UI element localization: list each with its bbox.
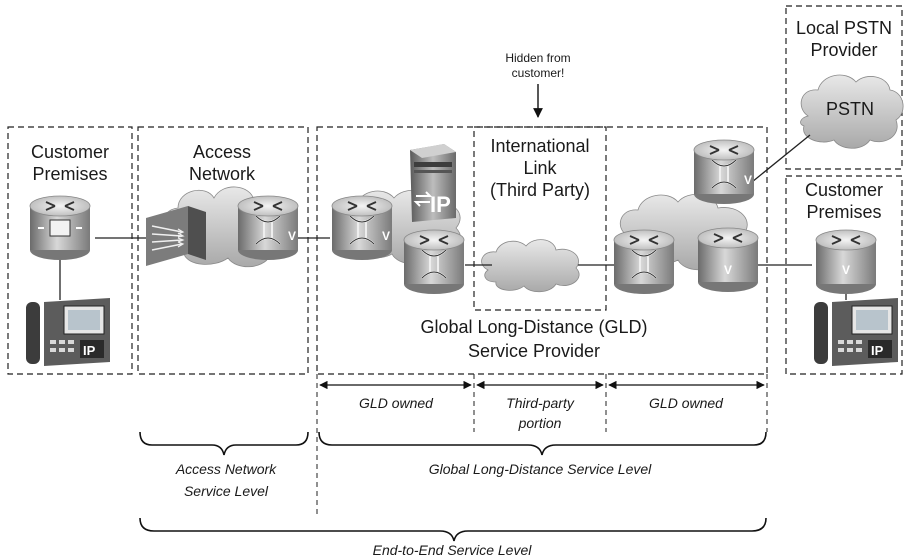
third-party-label-2: portion: [518, 415, 562, 431]
gld-owned-right-label: GLD owned: [649, 395, 724, 411]
ip-badge-left: IP: [83, 343, 96, 358]
customer-premises-left-2: Premises: [32, 164, 107, 184]
gld-router-2: [403, 229, 465, 295]
gld-level-label: Global Long-Distance Service Level: [429, 461, 652, 477]
sip-ip-label: IP: [430, 192, 451, 217]
access-concentrator-icon: [146, 206, 206, 266]
international-cloud: [481, 239, 580, 293]
wire-gld-pstn: [751, 134, 811, 183]
gld-router-pstn: V: [693, 139, 755, 205]
gld-title-2: Service Provider: [468, 341, 600, 361]
gld-router-edge: V: [697, 227, 759, 293]
sip-server-icon: IP: [410, 144, 456, 222]
gld-router-3: [613, 229, 675, 295]
ip-badge-right: IP: [871, 343, 884, 358]
international-title-3: (Third Party): [490, 180, 590, 200]
access-level-label-2: Service Level: [184, 483, 269, 499]
voice-v-label: V: [744, 173, 752, 187]
access-network-title-2: Network: [189, 164, 256, 184]
ip-phone-right-icon: IP: [814, 298, 898, 366]
pstn-cloud-label: PSTN: [826, 99, 874, 119]
customer-premises-left-1: Customer: [31, 142, 109, 162]
brace-end-to-end-level: [139, 517, 767, 542]
brace-access-level: [139, 431, 309, 456]
end-to-end-level-label: End-to-End Service Level: [373, 542, 533, 558]
access-network-title-1: Access: [193, 142, 251, 162]
pstn-cloud: PSTN: [800, 74, 904, 149]
ip-phone-left-icon: IP: [26, 298, 110, 366]
international-title-1: International: [490, 136, 589, 156]
local-pstn-title-1: Local PSTN: [796, 18, 892, 38]
voice-v-label: V: [724, 263, 732, 277]
hidden-note-line1: Hidden from: [505, 51, 570, 65]
customer-router-left: [29, 195, 91, 261]
gld-title-1: Global Long-Distance (GLD): [420, 317, 647, 337]
third-party-label-1: Third-party: [506, 395, 575, 411]
hidden-note-line2: customer!: [512, 66, 565, 80]
gld-owned-left-label: GLD owned: [359, 395, 434, 411]
voice-v-label: V: [842, 263, 850, 277]
access-network-box: [137, 126, 309, 375]
voice-v-label: V: [382, 229, 390, 243]
access-level-label-1: Access Network: [175, 461, 277, 477]
customer-premises-left-box: [7, 126, 133, 375]
access-router: V: [237, 195, 299, 261]
customer-router-right: V: [815, 229, 877, 295]
international-link-box: [473, 126, 607, 311]
customer-premises-right-2: Premises: [806, 202, 881, 222]
gld-router-1: V: [331, 195, 393, 261]
local-pstn-title-2: Provider: [810, 40, 877, 60]
customer-premises-right-1: Customer: [805, 180, 883, 200]
brace-gld-level: [318, 431, 767, 456]
voice-v-label: V: [288, 229, 296, 243]
gld-provider-box: [316, 126, 768, 375]
customer-premises-right-box: [785, 175, 903, 375]
international-title-2: Link: [523, 158, 557, 178]
